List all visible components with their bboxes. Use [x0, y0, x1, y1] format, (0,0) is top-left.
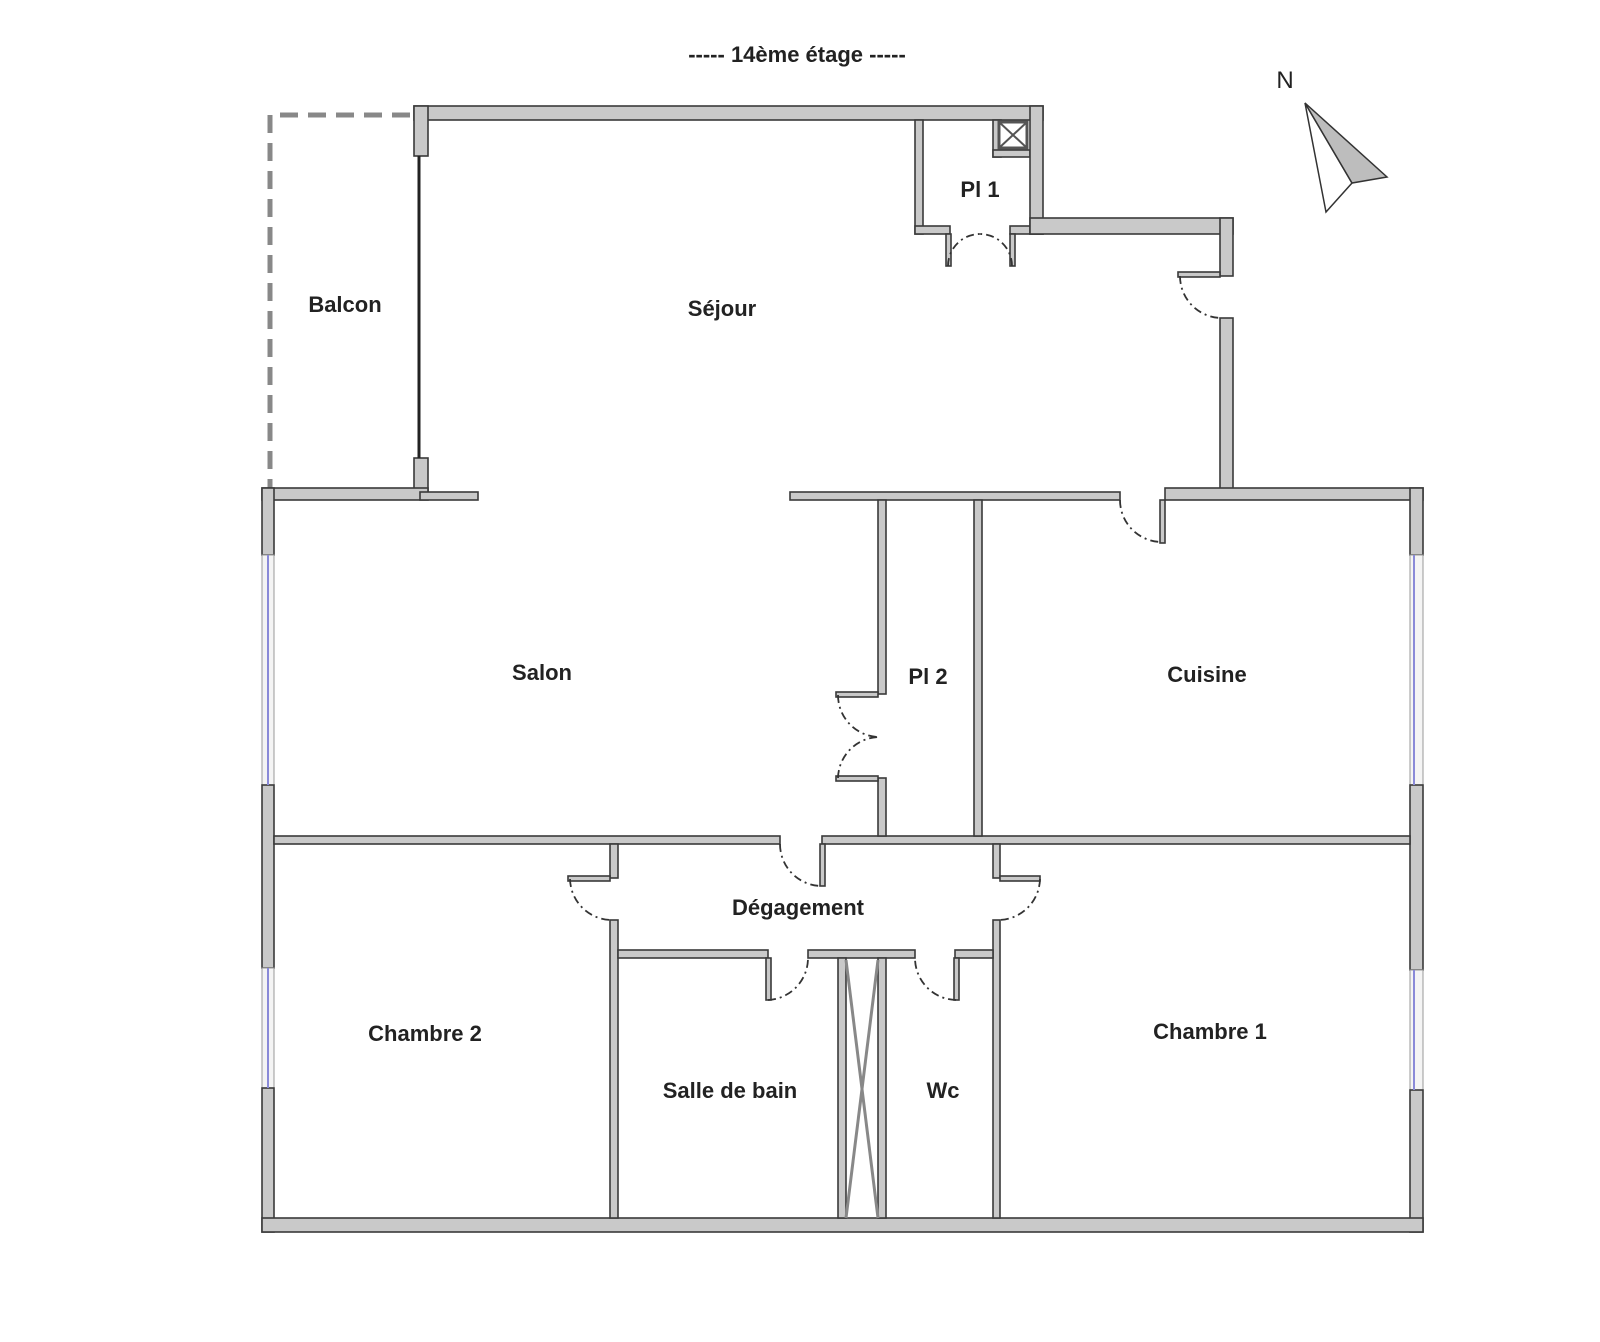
room-wc: Wc [927, 1078, 960, 1103]
walls [261, 105, 1424, 1233]
room-chambre-2: Chambre 2 [368, 1021, 482, 1046]
floor-title: ----- 14ème étage ----- [688, 42, 906, 67]
room-pl1: Pl 1 [960, 177, 999, 202]
room-chambre-1: Chambre 1 [1153, 1019, 1267, 1044]
north-arrow-icon: N [1276, 67, 1389, 214]
room-cuisine: Cuisine [1167, 662, 1246, 687]
room-balcon: Balcon [308, 292, 381, 317]
room-salle-de-bain: Salle de bain [663, 1078, 798, 1103]
room-sejour: Séjour [688, 296, 757, 321]
balcony-outline [267, 112, 410, 488]
room-pl2: Pl 2 [908, 664, 947, 689]
room-salon: Salon [512, 660, 572, 685]
door-swings [569, 233, 1223, 1001]
svg-text:N: N [1276, 67, 1293, 94]
room-degagement: Dégagement [732, 895, 865, 920]
room-labels: Balcon Séjour Pl 1 Salon Pl 2 Cuisine Dé… [308, 177, 1267, 1103]
